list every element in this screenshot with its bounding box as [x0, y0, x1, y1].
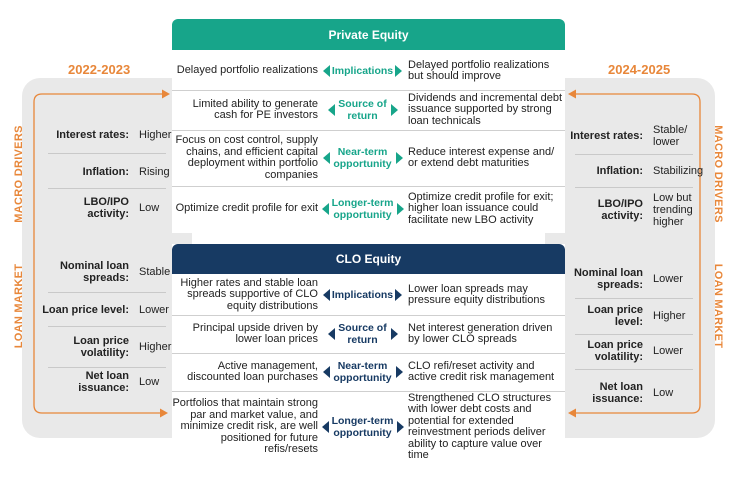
left-arrow-icon [327, 104, 335, 116]
row-separator [172, 391, 565, 392]
left-loan-label: LOAN MARKET [13, 263, 25, 349]
left-driver-nominal-spreads: Nominal loan spreads: Stable [59, 260, 171, 284]
row-separator [172, 90, 565, 91]
right-panel [545, 78, 715, 438]
left-driver-interest-rates: Interest rates: Higher [56, 129, 172, 141]
right-bottom-arrowhead [568, 408, 576, 418]
right-arrow-icon [395, 152, 403, 164]
left-arrow-icon [322, 152, 330, 164]
left-driver-price-level: Loan price level: Lower [42, 304, 169, 316]
left-arrow-icon [321, 421, 329, 433]
right-arrow-icon [396, 421, 404, 433]
right-separator [575, 334, 693, 335]
left-arrow-icon [327, 328, 335, 340]
right-driver-inflation: Inflation: Stabilizing [596, 165, 704, 177]
clo-row-source-of-return: Principal upside driven by lower loan pr… [192, 321, 553, 346]
left-arrow-icon [322, 366, 330, 378]
clo-equity-header: CLO Equity [172, 244, 565, 274]
year-left-label: 2022-2023 [68, 62, 131, 77]
private-equity-panel [172, 19, 565, 233]
left-driver-net-issuance: Net loan issuance: Low [78, 370, 160, 394]
right-arrow-icon [395, 65, 403, 77]
pe-row-implications: Delayed portfolio realizations Implicati… [176, 58, 550, 82]
right-loan-label: LOAN MARKET [712, 263, 724, 349]
left-driver-inflation: Inflation: Rising [82, 166, 170, 178]
left-driver-price-volatility: Loan price volatility: Higher [73, 335, 172, 359]
right-driver-nominal-spreads: Nominal loan spreads: Lower [573, 267, 683, 291]
right-separator [575, 154, 693, 155]
left-separator [48, 326, 166, 327]
pe-row-longer-term: Optimize credit profile for exit Longer-… [175, 190, 554, 226]
left-separator [48, 153, 166, 154]
right-driver-interest-rates: Interest rates: Stable/ lower [570, 124, 688, 148]
pe-row-source-of-return: Limited ability to generate cash for PE … [192, 91, 563, 127]
right-flow-line [570, 93, 701, 414]
right-arrow-icon [390, 328, 398, 340]
left-flow-line [33, 93, 168, 414]
right-arrow-icon [396, 203, 404, 215]
year-right-label: 2024-2025 [608, 62, 671, 77]
pe-row-near-term: Focus on cost control, supply chains, an… [175, 134, 555, 181]
clo-row-near-term: Active management, discounted loan purch… [187, 359, 555, 384]
right-macro-label: MACRO DRIVERS [712, 125, 724, 223]
left-macro-label: MACRO DRIVERS [13, 125, 25, 223]
right-driver-price-level: Loan price level: Higher [587, 304, 686, 328]
right-separator [575, 298, 693, 299]
left-separator [48, 292, 166, 293]
right-arrow-icon [395, 289, 403, 301]
right-driver-price-volatility: Loan price volatility: Lower [587, 339, 683, 363]
row-separator [172, 130, 565, 131]
clo-row-longer-term: Portfolios that maintain strong par and … [172, 391, 552, 461]
private-equity-header: Private Equity [172, 19, 565, 50]
left-separator [48, 188, 166, 189]
right-top-arrowhead [568, 89, 576, 99]
left-bottom-arrowhead [160, 408, 168, 418]
right-arrow-icon [395, 366, 403, 378]
left-separator [48, 367, 166, 368]
right-separator [575, 187, 693, 188]
right-driver-lbo-ipo: LBO/IPO activity: Low but trending highe… [597, 192, 693, 228]
row-separator [172, 353, 565, 354]
row-separator [172, 186, 565, 187]
left-panel [22, 78, 192, 438]
left-arrow-icon [321, 203, 329, 215]
left-arrow-icon [322, 65, 330, 77]
row-separator [172, 315, 565, 316]
left-arrow-icon [322, 289, 330, 301]
clo-row-implications: Higher rates and stable loan spreads sup… [180, 276, 545, 312]
left-top-arrowhead [162, 89, 170, 99]
right-arrow-icon [390, 104, 398, 116]
right-driver-net-issuance: Net loan issuance: Low [592, 381, 674, 405]
left-driver-lbo-ipo: LBO/IPO activity: Low [83, 196, 160, 220]
right-separator [575, 369, 693, 370]
